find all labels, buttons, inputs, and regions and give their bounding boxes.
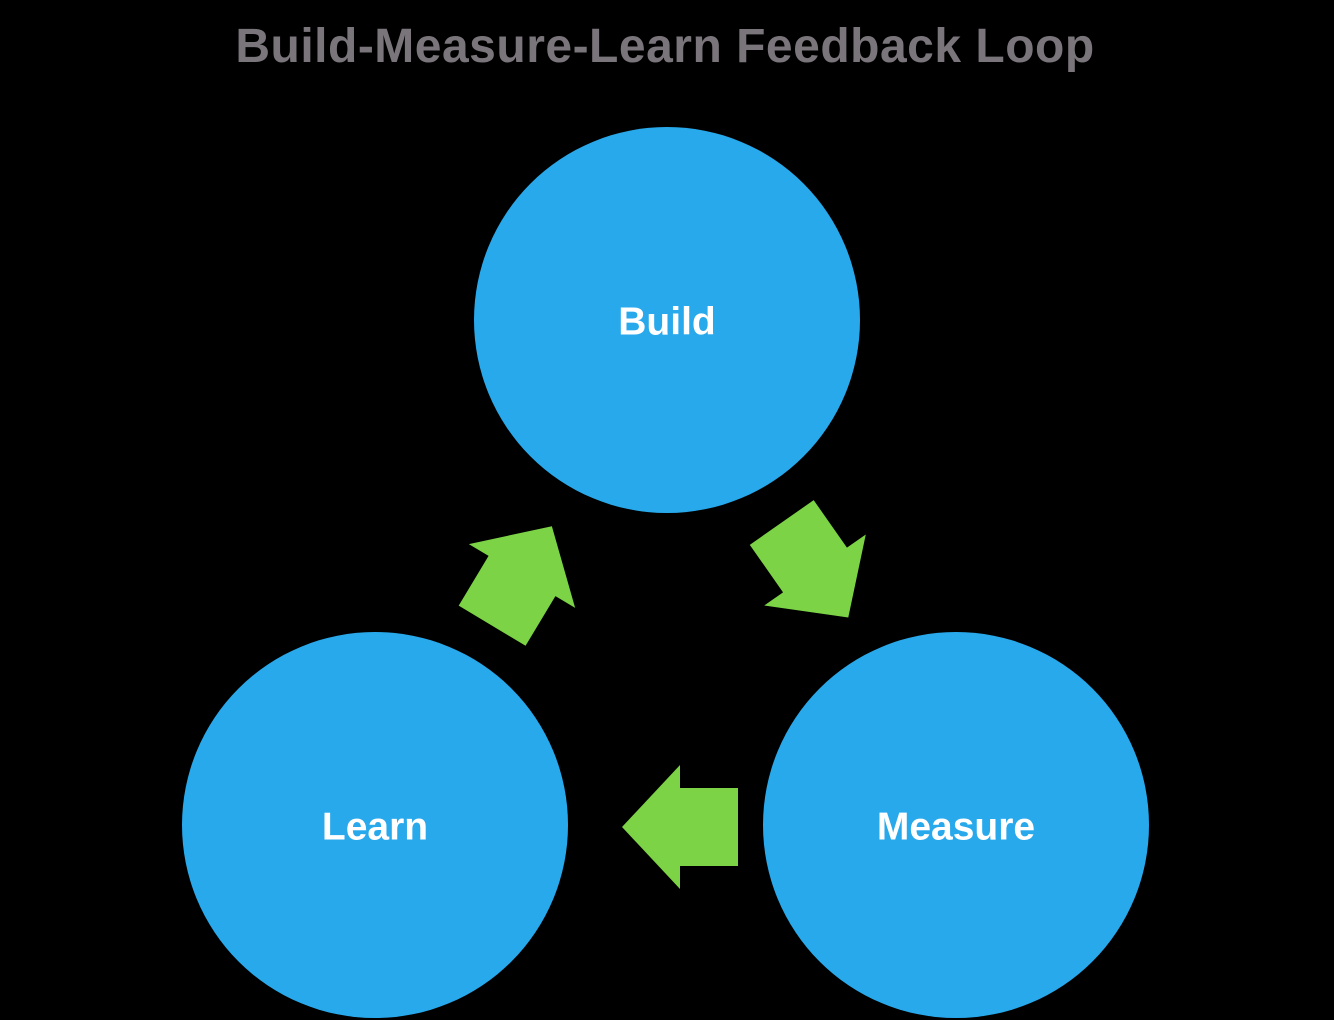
node-build-circle [474, 127, 860, 513]
node-learn: Learn [182, 632, 568, 1018]
node-measure: Measure [763, 632, 1149, 1018]
node-learn-circle [182, 632, 568, 1018]
node-measure-circle [763, 632, 1149, 1018]
node-build-label: Build [618, 301, 715, 344]
arrow-learn-to-build-icon [458, 526, 576, 646]
diagram-title: Build-Measure-Learn Feedback Loop [235, 20, 1094, 73]
arrow-measure-to-learn-icon [622, 765, 738, 889]
node-learn-label: Learn [322, 806, 428, 849]
node-build: Build [474, 127, 860, 513]
arrow-build-to-measure-icon [749, 500, 866, 618]
node-measure-label: Measure [877, 806, 1035, 849]
